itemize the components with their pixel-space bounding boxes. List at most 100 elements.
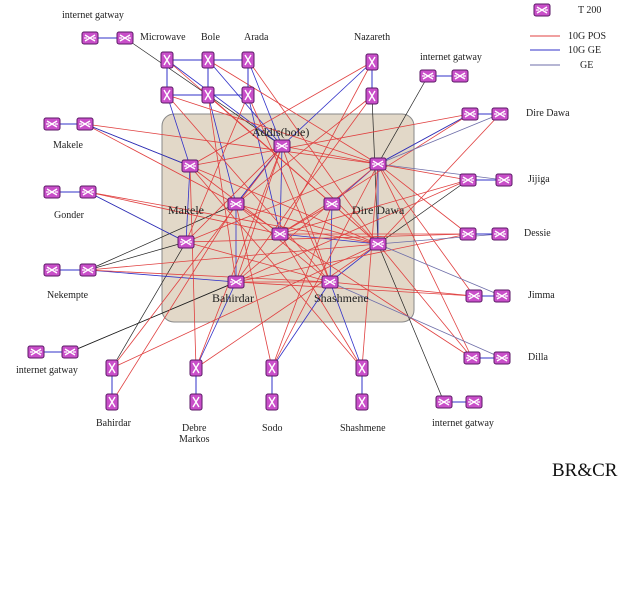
link-pos-gd2-cD2 xyxy=(87,191,379,245)
label-dilla: Dilla xyxy=(528,352,549,363)
router-icon-ds1 xyxy=(459,227,477,241)
link-pos-ds1-cM2 xyxy=(185,233,469,243)
link-pos-cA-cB xyxy=(235,145,283,283)
router-icon-sh2 xyxy=(355,393,369,411)
link-ge10-nk2-cB xyxy=(87,269,237,283)
label-bole: Bole xyxy=(201,32,220,43)
link-ge10-mw2-cM1 xyxy=(166,94,191,167)
router-icon-dl2 xyxy=(493,351,511,365)
router-icon-igB1 xyxy=(435,395,453,409)
link-pos-cC-cDs xyxy=(279,203,333,235)
link-pos-sh1-cD1 xyxy=(361,163,379,369)
label-gonder: Gonder xyxy=(54,210,85,221)
label-arada: Arada xyxy=(244,32,269,43)
label-bahirdar-bottom: Bahirdar xyxy=(96,418,132,429)
label-core-makele: Makele xyxy=(168,203,204,217)
label-internet-gateway-left: internet gatway xyxy=(16,365,78,376)
label-jijiga: Jijiga xyxy=(528,174,550,185)
label-jimma: Jimma xyxy=(528,290,555,301)
br-cr-caption: BR&CR xyxy=(552,460,618,481)
link-pos-so1-cMk xyxy=(235,203,273,369)
router-icon-mk1 xyxy=(43,117,61,131)
link-ge10-cS-sh1 xyxy=(329,281,363,369)
link-pos-sh1-cC xyxy=(279,233,363,369)
link-ge10-bo2-cMk xyxy=(207,94,237,205)
router-icon-mw1 xyxy=(160,51,174,69)
link-ge-ds2-cD2 xyxy=(377,233,501,245)
link-pos-bo1-cD1 xyxy=(207,59,379,165)
router-icon-dl1 xyxy=(463,351,481,365)
router-icon-bh1 xyxy=(105,359,119,377)
label-nazareth: Nazareth xyxy=(354,32,390,43)
link-pos-na1-cM1 xyxy=(189,61,373,167)
router-icon-igTR1 xyxy=(419,69,437,83)
link-ge10-gd2-cM2 xyxy=(87,191,187,243)
link-ge10-cD2-cS xyxy=(329,243,379,283)
legend-pos-label: 10G POS xyxy=(568,31,606,42)
link-pos-dl1-cD2 xyxy=(377,243,473,359)
router-icon-ds2 xyxy=(491,227,509,241)
router-icon-cDs xyxy=(323,197,341,211)
legend-ge-label: GE xyxy=(580,60,593,71)
router-icon-igTL2 xyxy=(116,31,134,45)
label-makele-left: Makele xyxy=(53,140,84,151)
router-icon-igTL1 xyxy=(81,31,99,45)
label-core-dire-dawa: Dire Dawa xyxy=(352,203,405,217)
router-icon-db1 xyxy=(189,359,203,377)
router-icon-igL1 xyxy=(27,345,45,359)
router-icon-cM2 xyxy=(177,235,195,249)
router-icon-jj1 xyxy=(459,173,477,187)
link-access-nk2-cMk xyxy=(87,203,237,271)
router-icon-cM1 xyxy=(181,159,199,173)
link-pos-gd2-cC xyxy=(87,191,281,235)
link-pos-na1-cC xyxy=(279,61,373,235)
link-pos-cA-cD2 xyxy=(281,145,379,245)
link-pos-cM2-cD1 xyxy=(185,163,379,243)
link-ge10-mk2-cM1 xyxy=(84,123,191,167)
router-icon-nk2 xyxy=(79,263,97,277)
router-icon-bo2 xyxy=(201,86,215,104)
link-pos-ds1-cD1 xyxy=(377,163,469,235)
router-icon-gd2 xyxy=(79,185,97,199)
link-pos-ds1-cB xyxy=(235,233,469,283)
router-icon-cA xyxy=(273,139,291,153)
link-access-igB1-cD2 xyxy=(377,243,445,403)
label-sodo: Sodo xyxy=(262,423,283,434)
link-access-bh1-cM2 xyxy=(111,241,187,369)
label-core-addis: Addis(bole) xyxy=(252,125,309,139)
router-icon-so2 xyxy=(265,393,279,411)
legend-router-label: T 200 xyxy=(578,5,601,16)
link-pos-ar1-cD2 xyxy=(247,59,379,245)
router-icon-sh1 xyxy=(355,359,369,377)
label-dire-dawa-right: Dire Dawa xyxy=(526,108,570,119)
link-pos-cA-cM2 xyxy=(185,145,283,243)
router-icon-db2 xyxy=(189,393,203,411)
link-pos-cMk-cD2 xyxy=(235,203,379,245)
link-ge-jm2-cD2 xyxy=(377,243,503,297)
site-labels: internet gatway Microwave Bole Arada Naz… xyxy=(16,10,570,445)
link-ge10-cB-db1 xyxy=(195,281,237,369)
label-internet-gateway-bottom: internet gatway xyxy=(432,418,494,429)
legend-ge10-label: 10G GE xyxy=(568,45,601,56)
label-microwave: Microwave xyxy=(140,32,186,43)
link-ge10-mw1-cA xyxy=(166,59,283,147)
link-ge10-ar1-cA xyxy=(247,59,283,147)
router-icon-dd2 xyxy=(491,107,509,121)
link-pos-jj1-cD1 xyxy=(377,163,469,181)
router-icon-igL2 xyxy=(61,345,79,359)
router-icon-mk2 xyxy=(76,117,94,131)
link-access-nk2-cM2 xyxy=(87,241,187,271)
link-pos-mk2-cD1 xyxy=(84,123,379,165)
link-access-igL2-cB xyxy=(69,281,237,353)
link-ge10-cC-cD2 xyxy=(279,233,379,245)
link-ge-jj2-cD1 xyxy=(377,163,505,181)
router-icon-jj2 xyxy=(495,173,513,187)
link-pos-jm1-cD1 xyxy=(377,163,475,297)
link-pos-cA-cD1 xyxy=(281,145,379,165)
router-icon-so1 xyxy=(265,359,279,377)
link-pos-dd1-cM1 xyxy=(189,113,471,167)
router-icon-bh2 xyxy=(105,393,119,411)
link-ge10-cDs-cS xyxy=(329,203,333,283)
link-pos-so1-cD1 xyxy=(271,163,379,369)
router-icon-mw2 xyxy=(160,86,174,104)
